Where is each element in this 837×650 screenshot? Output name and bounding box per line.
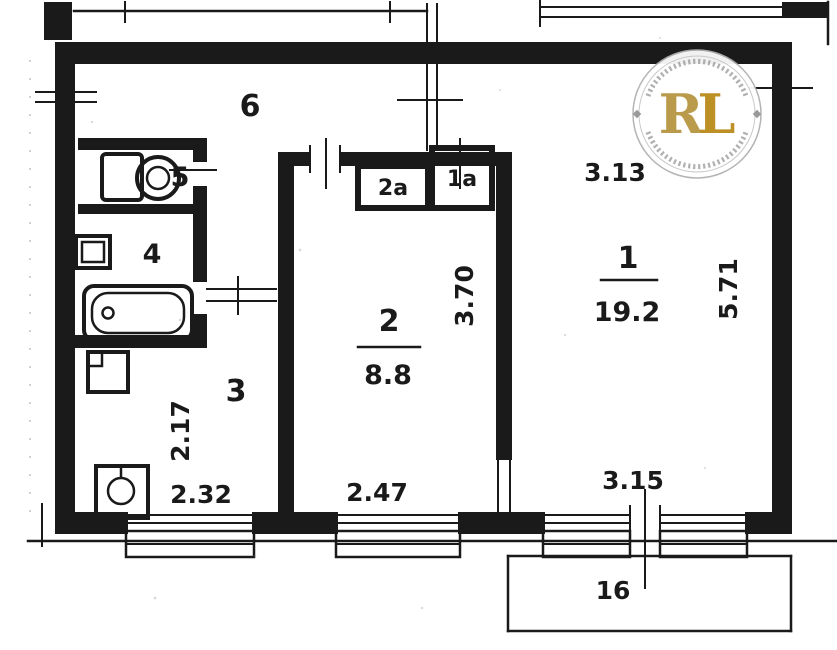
closet-2a-label: 2a bbox=[378, 176, 408, 201]
dimension-labels: 3.13 5.71 3.70 2.17 2.32 2.47 3.15 bbox=[166, 158, 743, 509]
dim-corridor-height: 2.17 bbox=[166, 400, 195, 462]
cabinet-fixture bbox=[86, 350, 130, 394]
closet-1a-label: 1a bbox=[447, 167, 477, 192]
top-section-lines bbox=[29, 0, 830, 520]
closet-2a bbox=[355, 163, 431, 211]
kitchen-sink-fixture bbox=[94, 464, 150, 520]
dim-room2-width: 2.47 bbox=[346, 478, 408, 507]
room-3-label: 3 bbox=[226, 374, 247, 409]
watermark-letter-l: L bbox=[697, 82, 735, 146]
watermark-bottom-arc-text bbox=[645, 131, 749, 170]
room-2-area: 8.8 bbox=[364, 360, 412, 391]
balcony-label: 16 bbox=[596, 576, 631, 605]
room-1-area: 19.2 bbox=[594, 297, 661, 328]
outer-walls bbox=[55, 42, 792, 534]
dim-room2-height: 3.70 bbox=[450, 265, 479, 327]
dimension-ticks bbox=[35, 87, 813, 547]
room-5-label: 5 bbox=[171, 162, 190, 193]
balcony bbox=[26, 489, 837, 633]
room-6-label: 6 bbox=[240, 89, 261, 124]
room-1-label: 1 bbox=[618, 241, 639, 276]
closet-1a bbox=[429, 145, 495, 211]
interior-walls bbox=[58, 138, 512, 512]
windows bbox=[124, 514, 749, 559]
door-openings bbox=[169, 138, 511, 513]
watermark-logo: RL bbox=[632, 49, 762, 179]
toilet-fixture bbox=[100, 152, 181, 202]
room-4-label: 4 bbox=[143, 239, 162, 270]
dim-window-right: 3.15 bbox=[602, 466, 664, 495]
watermark-top-arc-text bbox=[645, 58, 749, 97]
dim-top-right: 3.13 bbox=[584, 158, 646, 187]
room-labels: 6 5 4 3 2 8.8 1 19.2 2a 1a 16 bbox=[143, 89, 661, 605]
scan-noise bbox=[90, 37, 706, 610]
washbasin-fixture bbox=[74, 234, 112, 270]
watermark-letters: RL bbox=[659, 82, 736, 146]
room-2-label: 2 bbox=[379, 304, 400, 339]
watermark-letter-r: R bbox=[659, 82, 705, 146]
bathtub-fixture bbox=[82, 284, 194, 342]
dim-right-height: 5.71 bbox=[714, 258, 743, 320]
dim-bottom-left: 2.32 bbox=[170, 480, 232, 509]
